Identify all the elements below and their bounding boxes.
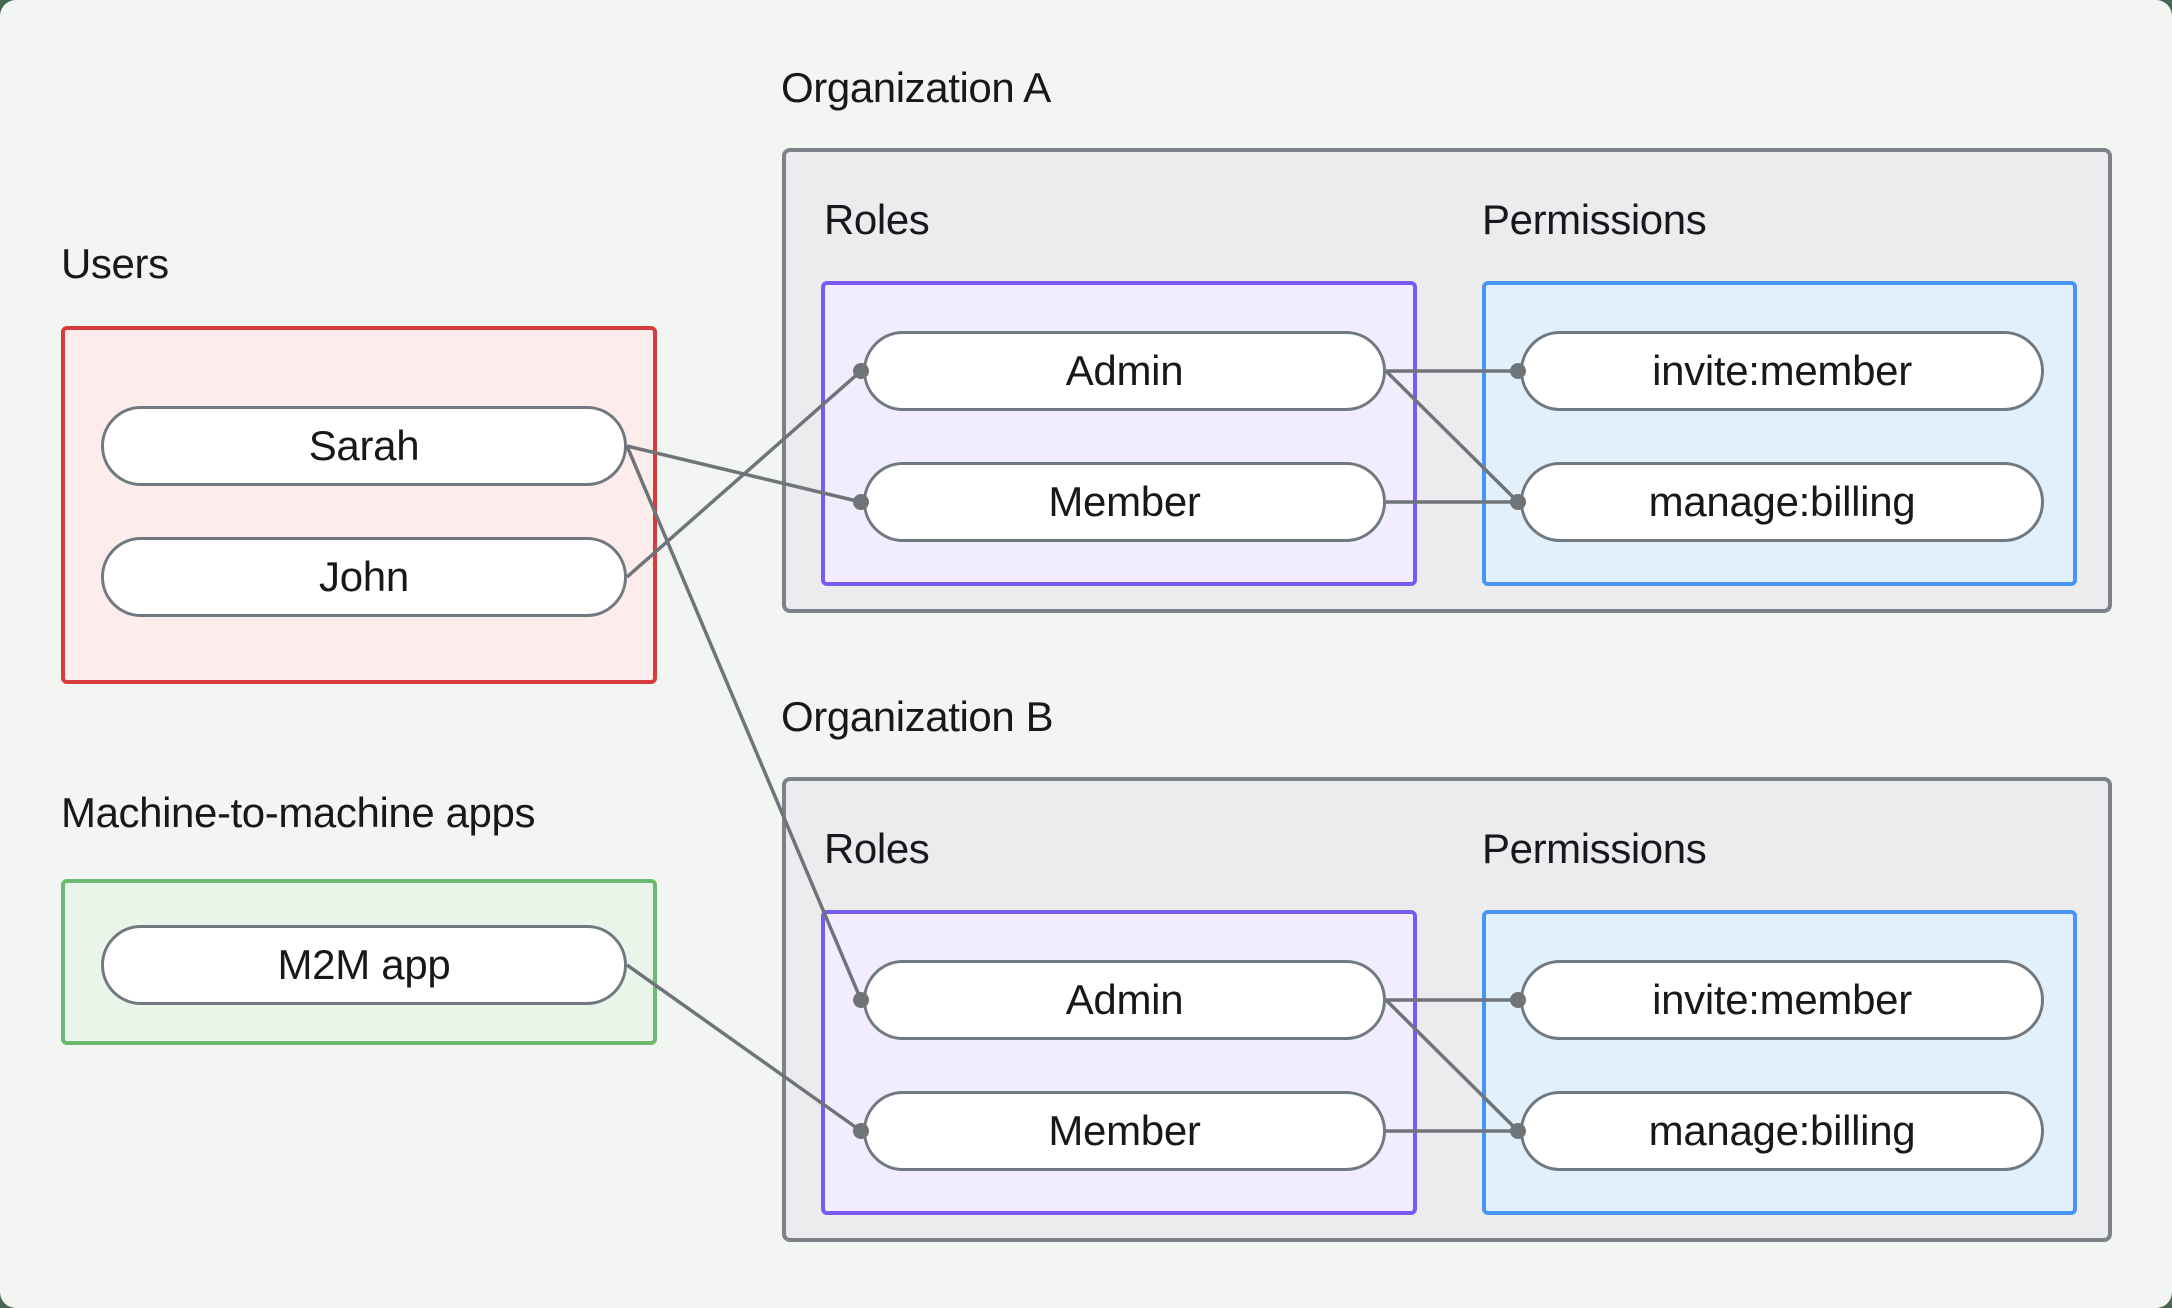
org-b-permission-invite-member-label: invite:member: [1652, 976, 1912, 1023]
org-b-permissions-label: Permissions: [1482, 825, 1707, 872]
org-a-permissions-box: invite:member manage:billing: [1482, 281, 2077, 586]
user-node-john: John: [101, 537, 627, 617]
org-b-permission-invite-member: invite:member: [1520, 960, 2044, 1040]
m2m-section-title: Machine-to-machine apps: [61, 789, 536, 836]
users-group-box: Sarah John: [61, 326, 657, 684]
org-a-role-admin: Admin: [863, 331, 1386, 411]
org-a-roles-label: Roles: [824, 196, 930, 243]
org-a-permission-invite-member-label: invite:member: [1652, 347, 1912, 394]
org-b-permissions-box: invite:member manage:billing: [1482, 910, 2077, 1215]
org-b-permission-manage-billing: manage:billing: [1520, 1091, 2044, 1171]
org-a-roles-box: Admin Member: [821, 281, 1417, 586]
org-a-permissions-label: Permissions: [1482, 196, 1707, 243]
user-node-sarah: Sarah: [101, 406, 627, 486]
user-node-john-label: John: [319, 553, 409, 600]
org-b-roles-label: Roles: [824, 825, 930, 872]
org-a-title: Organization A: [781, 64, 1051, 111]
m2m-group-box: M2M app: [61, 879, 657, 1045]
m2m-app-node: M2M app: [101, 925, 627, 1005]
org-b-role-admin: Admin: [863, 960, 1386, 1040]
org-a-box: Roles Permissions Admin Member invite:me…: [782, 148, 2112, 613]
m2m-app-node-label: M2M app: [277, 941, 451, 988]
org-b-role-member: Member: [863, 1091, 1386, 1171]
org-b-title: Organization B: [781, 693, 1054, 740]
org-a-role-member: Member: [863, 462, 1386, 542]
org-b-roles-box: Admin Member: [821, 910, 1417, 1215]
org-a-role-member-label: Member: [1048, 478, 1201, 525]
org-a-role-admin-label: Admin: [1065, 347, 1184, 394]
org-a-permission-manage-billing-label: manage:billing: [1648, 478, 1916, 525]
org-b-role-member-label: Member: [1048, 1107, 1201, 1154]
org-a-permission-manage-billing: manage:billing: [1520, 462, 2044, 542]
org-a-permission-invite-member: invite:member: [1520, 331, 2044, 411]
org-b-permission-manage-billing-label: manage:billing: [1648, 1107, 1916, 1154]
user-node-sarah-label: Sarah: [308, 422, 420, 469]
org-b-box: Roles Permissions Admin Member invite:me…: [782, 777, 2112, 1242]
org-b-role-admin-label: Admin: [1065, 976, 1184, 1023]
users-section-title: Users: [61, 240, 169, 287]
